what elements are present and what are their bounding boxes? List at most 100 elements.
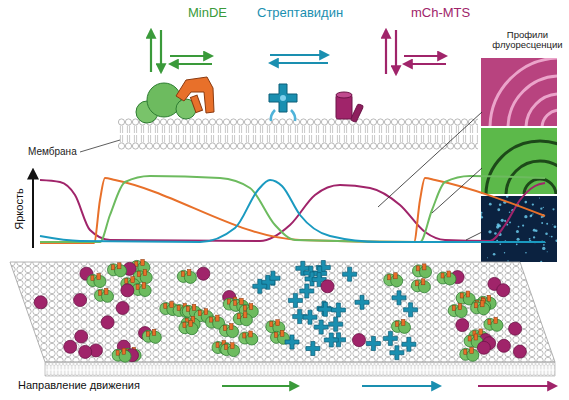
mind-protein-part	[468, 336, 471, 341]
strep-protein-part	[404, 303, 418, 317]
mind-protein-part	[415, 281, 418, 286]
mind-protein-part	[417, 266, 420, 271]
mind-protein-part	[243, 306, 246, 311]
speckle	[516, 230, 519, 233]
mind-protein	[392, 319, 411, 333]
protein-label: MinDE	[188, 6, 227, 20]
minde-protein	[136, 77, 214, 123]
mch-protein	[101, 316, 114, 329]
strep-protein-part	[366, 337, 380, 351]
strep-protein	[253, 279, 267, 293]
mch-protein	[197, 267, 210, 280]
strep-protein-part	[253, 279, 267, 293]
direction-arrows-part	[478, 385, 556, 387]
mch-protein	[116, 302, 129, 315]
mch-protein	[497, 339, 510, 352]
mch-protein	[74, 294, 87, 307]
streptavidin-protein-part	[291, 110, 295, 121]
membrane-slab-front	[45, 362, 555, 376]
speckle	[524, 215, 527, 218]
mind-protein-part	[474, 334, 478, 340]
mind-protein-part	[97, 274, 101, 280]
fluorescence-tile-part	[490, 58, 557, 126]
mind-protein-part	[234, 300, 237, 305]
speckle	[506, 196, 508, 198]
strep-protein	[318, 302, 332, 316]
mind-protein-part	[466, 291, 470, 297]
mind-protein-part	[125, 279, 128, 284]
mind-protein-part	[281, 330, 285, 336]
mind-protein-part	[249, 304, 253, 310]
speckle	[535, 229, 538, 232]
mind-protein-part	[243, 333, 246, 338]
mind-protein-part	[275, 332, 278, 337]
mind-protein-part	[192, 304, 196, 310]
strep-protein-part	[324, 333, 338, 347]
mind-protein	[179, 321, 198, 335]
mind-protein-part	[141, 259, 145, 265]
mch-protein	[497, 284, 510, 297]
mind-protein	[95, 288, 114, 302]
streptavidin-protein-part	[269, 84, 297, 112]
exchange-arrows-part	[170, 55, 212, 57]
mind-protein-part	[181, 271, 184, 276]
mch-protein-part	[477, 341, 490, 354]
mind-curve	[40, 176, 545, 242]
mch-protein-part	[80, 267, 93, 280]
strep-protein	[390, 346, 404, 360]
fluorescence-tile-part-part	[526, 94, 557, 126]
mind-protein-part	[164, 304, 167, 309]
speckle	[549, 235, 551, 237]
strep-protein-part	[318, 302, 332, 316]
mind-protein-part	[423, 264, 427, 270]
mind-protein-part	[488, 319, 491, 324]
exchange-arrows-part	[385, 30, 387, 74]
strep-protein-part	[331, 303, 345, 317]
mind-protein-part	[143, 270, 147, 276]
brightness-curves	[40, 176, 545, 243]
speckle	[551, 236, 553, 238]
protein-label: mCh-MTS	[411, 6, 470, 20]
direction-arrows-part	[362, 385, 440, 387]
mind-protein-part	[105, 288, 109, 294]
speckle	[509, 211, 511, 213]
speckle	[496, 225, 499, 228]
mind-protein-part	[189, 321, 193, 327]
mind-protein-part	[230, 324, 234, 330]
mind-protein	[108, 263, 127, 277]
membrane-proteins	[34, 259, 526, 362]
speckle	[488, 230, 491, 233]
speckle	[481, 214, 482, 216]
mch-protein-part	[509, 322, 522, 335]
mind-protein-part	[470, 347, 474, 353]
exchange-arrows-part	[170, 63, 212, 65]
mch-mts-protein	[336, 92, 364, 122]
strep-protein	[402, 337, 416, 351]
speckle	[504, 252, 505, 253]
strep-protein	[303, 310, 317, 324]
mind-protein-part	[243, 312, 247, 318]
mch-protein-part	[79, 345, 92, 358]
speckle	[530, 214, 532, 216]
mch-protein-part	[64, 340, 77, 353]
speckle	[517, 238, 520, 241]
streptavidin-curve	[40, 180, 545, 242]
speckle	[499, 244, 501, 246]
mch-protein-part	[321, 280, 334, 293]
mind-protein-part	[441, 273, 444, 278]
mch-protein	[509, 322, 522, 335]
mind-protein-part	[136, 285, 139, 290]
speckle	[481, 212, 483, 214]
mind-protein-part	[170, 302, 174, 308]
exchange-arrows-part	[150, 30, 152, 72]
minde-protein-part	[147, 83, 181, 117]
panel-heading: Профили флуоресценции	[486, 30, 569, 51]
membrane-slab	[10, 262, 555, 362]
mind-protein-part	[494, 317, 498, 323]
strep-protein	[314, 320, 328, 334]
speckle	[507, 260, 508, 261]
speckle	[481, 216, 483, 219]
mind-protein-part	[447, 271, 451, 277]
mch-protein	[321, 280, 334, 293]
